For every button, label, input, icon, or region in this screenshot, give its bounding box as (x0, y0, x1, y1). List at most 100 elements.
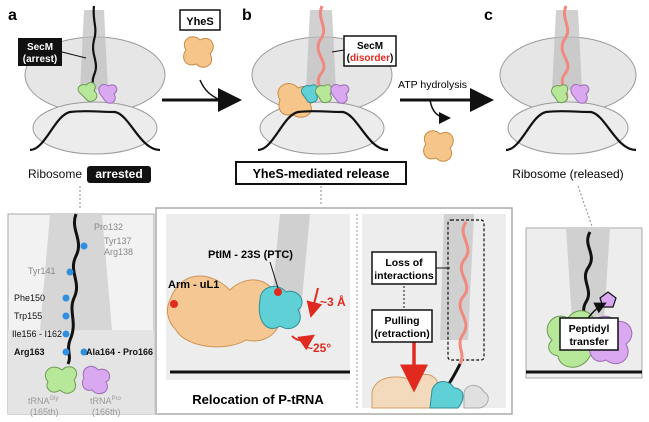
trna-gly-shape (44, 366, 78, 394)
residue-trp155: Trp155 (14, 311, 42, 321)
trna-purple-b (330, 83, 350, 104)
p-trna-right-shape (429, 381, 464, 409)
trna-pro-position: (166th) (92, 407, 121, 417)
arrow-b-to-c: ATP hydrolysis (398, 79, 494, 162)
rotation-arrow (291, 334, 315, 351)
trna-pro-shape (81, 365, 111, 395)
trna-gly-sup: Gly (50, 396, 59, 402)
mrna-line-c (505, 110, 637, 152)
peptidyl-label-box (559, 317, 619, 351)
arm-contact-dot (170, 300, 178, 308)
exit-tunnel-b (306, 10, 336, 90)
ptim-label: PtIM - 23S (PTC) (208, 249, 293, 261)
residue-arg163: Arg163 (14, 347, 45, 357)
release-label-box (235, 161, 407, 185)
angle-label: ~25° (306, 341, 331, 355)
arrow-a-to-b: YheS (162, 9, 242, 112)
loss-line-2: interactions (374, 270, 434, 282)
panel-c: c Ribosome (released) (484, 5, 637, 227)
shift-arrow (306, 287, 323, 318)
secm-arrest-label: (arrest) (23, 54, 57, 65)
residue-dot-phe150 (62, 294, 70, 302)
trna-gly-label: tRNAGly (28, 396, 59, 406)
residue-dot-tyr141 (66, 268, 74, 276)
residue-dot-ala164 (80, 348, 88, 356)
trna-pro-text: tRNA (90, 396, 112, 406)
release-label: YheS-mediated release (253, 167, 390, 181)
arrested-badge (87, 166, 151, 183)
yhes-label-box (179, 9, 221, 31)
panel-b-letter: b (242, 7, 252, 24)
residue-pro132: Pro132 (94, 222, 123, 232)
trna-gly-text: tRNA (28, 396, 50, 406)
secm-pointer-line (61, 51, 87, 59)
yhes-release-curve (429, 99, 451, 124)
panel-a-letter: a (8, 7, 17, 24)
detail-a-tunnel (40, 214, 112, 330)
secm-disorder-region (447, 219, 485, 361)
detail-a: Pro132 Tyr137 Arg138 Tyr141 Phe150 Trp15… (7, 213, 155, 417)
trna-purple-c (570, 83, 590, 104)
residue-ala-range: Ala164 - Pro166 (86, 347, 153, 357)
peptidyl-line-2: transfer (569, 336, 608, 348)
secm-arrest-box (18, 38, 62, 66)
panel-a: a SecM (arrest) Ribosome arrested (8, 5, 166, 210)
pulling-line-2: (retraction) (374, 328, 429, 340)
yhes-right-shape (371, 373, 439, 409)
detail-b: PtIM - 23S (PTC) Arm - uL1 ~3 Å ~25° Rel… (155, 207, 513, 415)
detail-c: Peptidyl transfer (525, 227, 643, 379)
secm-label-b: SecM (357, 41, 383, 52)
residue-dot-trp155 (62, 312, 70, 320)
ribosome-small-subunit-c (507, 101, 629, 155)
yhes-released-icon (423, 130, 454, 162)
detail-c-tunnel (566, 228, 610, 320)
arrested-badge-label: arrested (95, 167, 142, 181)
ptim-pointer (269, 261, 279, 289)
detail-a-chain (66, 213, 81, 365)
yhes-protein-icon (183, 36, 214, 68)
trna-gly-position: (165th) (30, 407, 59, 417)
ptim-contact-dot (274, 288, 282, 296)
pulling-label-box (371, 309, 433, 343)
residue-arg138: Arg138 (104, 247, 133, 257)
arm-label: Arm - uL1 (168, 279, 219, 291)
pulling-line-1: Pulling (385, 315, 420, 327)
yhes-binding-curve (199, 79, 221, 101)
detail-a-lower (8, 330, 154, 414)
residue-tyr141: Tyr141 (28, 266, 56, 276)
mrna-line-b (257, 110, 389, 152)
residue-ile-range: Ile156 - I162 (12, 329, 62, 339)
residue-tyr137: Tyr137 (104, 236, 132, 246)
ribosome-label-a: Ribosome (28, 167, 82, 181)
disorder-word: disorder (350, 53, 390, 64)
detail-b-right-tunnel (440, 214, 474, 340)
trna-pro-sup: Pro (112, 396, 122, 402)
secm-disordered-detail (458, 221, 470, 365)
connector-c (577, 185, 593, 227)
yhes-label: YheS (186, 16, 214, 28)
trna-green-shape (77, 82, 98, 102)
ribosome-small-subunit-b (259, 101, 385, 155)
ribosome-label-c: Ribosome (released) (512, 167, 623, 181)
loss-line-1: Loss of (385, 257, 423, 269)
trna-ghost-shape (463, 384, 489, 409)
mrna-line (29, 110, 161, 152)
panel-b: b SecM (disorder) YheS-mediated release (235, 5, 407, 206)
peptidyl-line-1: Peptidyl (569, 323, 610, 335)
exit-tunnel-c (552, 10, 582, 90)
trna-pro-label: tRNAPro (90, 396, 122, 406)
distance-label: ~3 Å (320, 294, 346, 309)
residue-dot-arg163 (62, 348, 70, 356)
atp-label: ATP hydrolysis (398, 79, 467, 91)
secm-label: SecM (27, 42, 53, 53)
residue-dot-ile156 (62, 330, 70, 338)
residue-markers (62, 242, 88, 356)
residue-dot-tyr137 (80, 242, 88, 250)
panel-c-letter: c (484, 7, 493, 24)
relocation-caption: Relocation of P-tRNA (192, 392, 324, 407)
secm-pointer-b (331, 49, 345, 53)
trna-green-c (551, 84, 569, 103)
secm-disorder-box (343, 35, 397, 67)
trna-purple-shape (98, 83, 118, 104)
